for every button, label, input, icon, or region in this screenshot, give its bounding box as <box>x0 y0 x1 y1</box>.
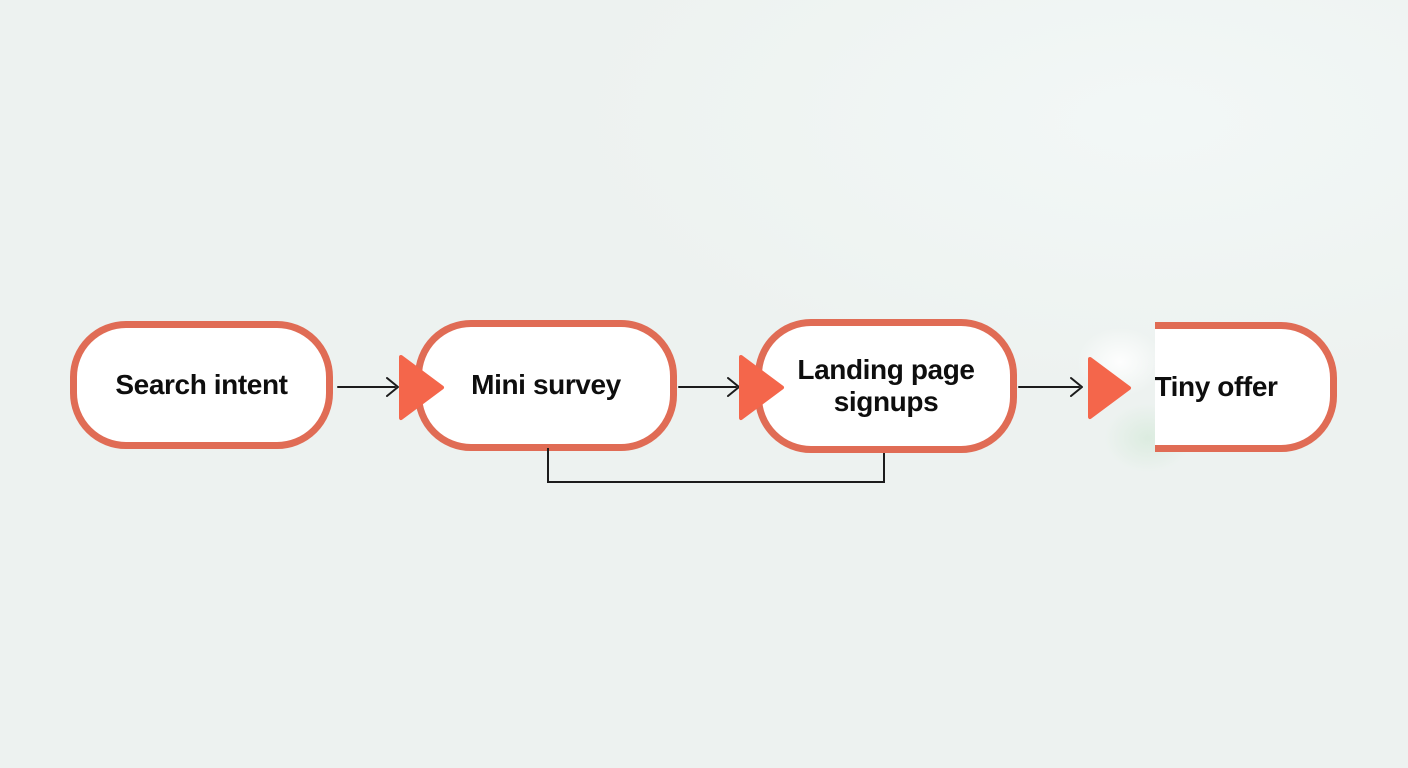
node-tiny-offer-clip-region: Tiny offer <box>1155 322 1337 452</box>
node-mini-survey: Mini survey <box>415 320 677 451</box>
node-mini-survey-label: Mini survey <box>471 369 621 401</box>
arrow-landing-page-signups-to-tiny-offer <box>1018 377 1083 397</box>
arrow-search-intent-to-mini-survey <box>337 377 399 397</box>
node-landing-page-signups: Landing page signups <box>755 319 1017 453</box>
elbow-connector-mini-survey-to-landing-page-signups <box>547 448 885 483</box>
node-landing-page-signups-label: Landing page signups <box>797 353 975 417</box>
node-tiny-offer-label: Tiny offer <box>1155 370 1278 402</box>
node-tiny-offer: Tiny offer <box>1155 322 1337 452</box>
arrow-mini-survey-to-landing-page-signups <box>678 377 740 397</box>
triangle-marker-tiny-offer <box>1088 357 1131 419</box>
node-search-intent: Search intent <box>70 321 333 449</box>
node-search-intent-label: Search intent <box>115 368 288 400</box>
